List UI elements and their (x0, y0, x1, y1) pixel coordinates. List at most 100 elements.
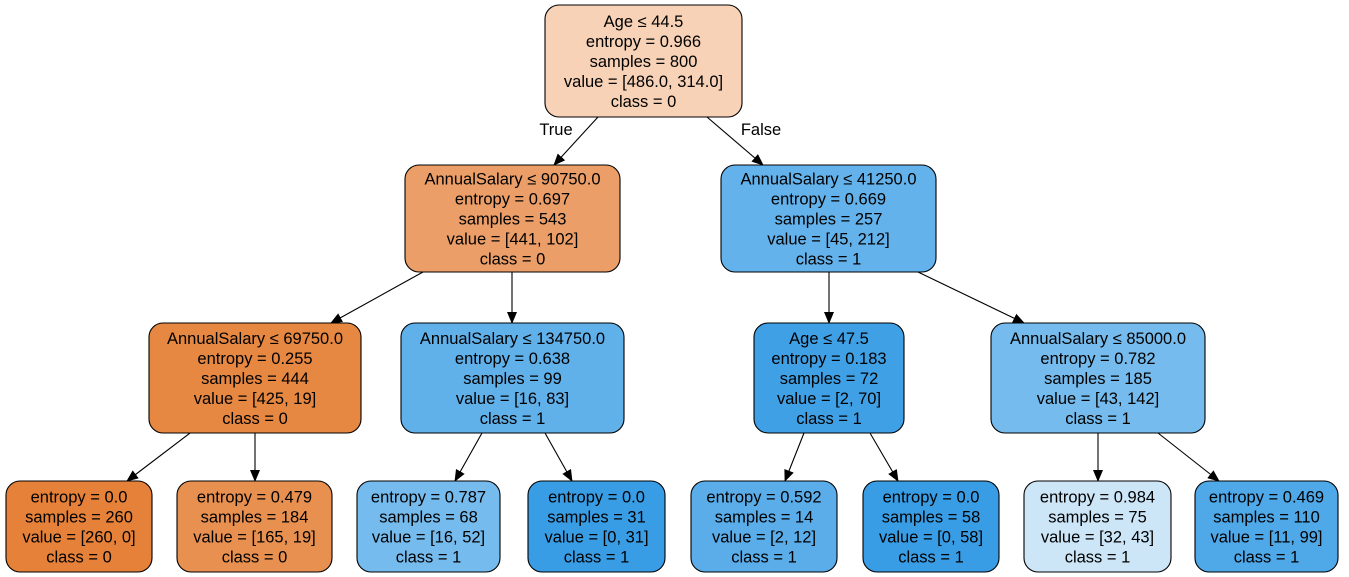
node-line: samples = 110 (1213, 509, 1320, 527)
edge-label-false: False (741, 121, 781, 139)
node-box (400, 322, 625, 434)
node-line: entropy = 0.697 (455, 191, 570, 209)
tree-node-n2: AnnualSalary ≤ 41250.0 entropy = 0.669 sam… (720, 164, 937, 273)
node-line: AnnualSalary ≤ 90750.0 (424, 171, 600, 189)
node-line: entropy = 0.0 (548, 489, 645, 507)
node-box (356, 480, 501, 573)
node-line: class = 1 (564, 549, 630, 567)
node-line: class = 0 (611, 93, 677, 111)
tree-node-n10: entropy = 0.0 samples = 31 value = [0, 31]… (527, 480, 666, 573)
edge-n0-n1 (553, 116, 599, 166)
node-box (404, 164, 621, 273)
node-line: samples = 72 (780, 370, 879, 388)
edge-n5-n11 (784, 432, 805, 482)
node-line: AnnualSalary ≤ 41250.0 (740, 171, 916, 189)
node-line: entropy = 0.592 (706, 489, 821, 507)
tree-node-n3: AnnualSalary ≤ 69750.0 entropy = 0.255 sam… (148, 322, 362, 434)
node-line: entropy = 0.669 (771, 191, 886, 209)
node-box (753, 322, 905, 434)
tree-node-n13: entropy = 0.984 samples = 75 value = [32, … (1023, 480, 1172, 573)
node-line: value = [32, 43] (1041, 529, 1154, 547)
node-line: class = 1 (898, 549, 964, 567)
edge-n5-n12 (869, 432, 899, 482)
edge-n6-n14 (1157, 432, 1220, 482)
node-line: samples = 14 (715, 509, 814, 527)
node-line: AnnualSalary ≤ 85000.0 (1010, 330, 1186, 348)
node-line: value = [16, 52] (372, 529, 485, 547)
node-line: class = 1 (480, 410, 546, 428)
node-line: value = [2, 12] (712, 529, 816, 547)
node-line: samples = 800 (590, 53, 698, 71)
tree-node-n9: entropy = 0.787 samples = 68 value = [16, … (356, 480, 501, 573)
tree-node-n11: entropy = 0.592 samples = 14 value = [2, 1… (690, 480, 838, 573)
node-line: samples = 184 (201, 509, 309, 527)
tree-node-n4: AnnualSalary ≤ 134750.0 entropy = 0.638 sa… (400, 322, 625, 434)
node-line: class = 0 (222, 410, 288, 428)
edge-n4-n9 (454, 432, 483, 482)
node-line: value = [425, 19] (194, 390, 316, 408)
node-line: entropy = 0.787 (371, 489, 486, 507)
node-line: value = [43, 142] (1037, 390, 1159, 408)
tree-node-n5: Age ≤ 47.5 entropy = 0.183 samples = 72 val… (753, 322, 905, 434)
node-box (148, 322, 362, 434)
edges-layer: True False (126, 116, 1220, 482)
node-box (720, 164, 937, 273)
node-line: AnnualSalary ≤ 69750.0 (167, 330, 343, 348)
node-line: entropy = 0.469 (1209, 489, 1324, 507)
node-line: entropy = 0.984 (1040, 489, 1155, 507)
node-line: value = [0, 58] (879, 529, 983, 547)
node-line: value = [486.0, 314.0] (564, 73, 723, 91)
node-line: value = [260, 0] (22, 529, 135, 547)
edge-label-true: True (539, 121, 572, 139)
edge-n1-n3 (330, 271, 424, 324)
node-line: value = [441, 102] (447, 231, 579, 249)
node-line: samples = 58 (882, 509, 981, 527)
node-line: class = 1 (796, 410, 862, 428)
node-line: value = [16, 83] (456, 390, 569, 408)
node-line: class = 1 (1234, 549, 1300, 567)
node-line: class = 1 (1065, 410, 1131, 428)
node-line: class = 1 (396, 549, 462, 567)
node-box (862, 480, 1000, 573)
node-box (527, 480, 666, 573)
node-line: entropy = 0.255 (197, 350, 312, 368)
node-line: AnnualSalary ≤ 134750.0 (420, 330, 605, 348)
node-line: class = 1 (796, 251, 862, 269)
node-line: samples = 185 (1044, 370, 1152, 388)
node-box (176, 480, 333, 573)
node-line: class = 0 (222, 549, 288, 567)
node-line: samples = 260 (25, 509, 133, 527)
node-line: samples = 99 (463, 370, 562, 388)
node-line: Age ≤ 47.5 (789, 330, 869, 348)
node-line: value = [0, 31] (544, 529, 648, 547)
node-box (690, 480, 838, 573)
edge-n2-n6 (917, 271, 1025, 324)
node-box (544, 4, 743, 118)
node-box (990, 322, 1206, 434)
node-line: samples = 68 (379, 509, 478, 527)
tree-node-n14: entropy = 0.469 samples = 110 value = [11,… (1194, 480, 1339, 573)
node-line: samples = 257 (775, 211, 883, 229)
node-line: value = [2, 70] (777, 390, 881, 408)
node-line: class = 0 (46, 549, 112, 567)
node-line: class = 0 (480, 251, 546, 269)
node-line: samples = 444 (201, 370, 309, 388)
node-line: samples = 31 (547, 509, 646, 527)
node-line: entropy = 0.638 (455, 350, 570, 368)
node-line: entropy = 0.183 (771, 350, 886, 368)
node-line: Age ≤ 44.5 (604, 13, 684, 31)
edge-n0-n2 (706, 116, 764, 166)
node-line: value = [11, 99] (1210, 529, 1322, 547)
edge-n4-n10 (544, 432, 573, 482)
node-box (5, 480, 153, 573)
edge-n3-n7 (126, 432, 191, 482)
node-line: samples = 75 (1048, 509, 1147, 527)
